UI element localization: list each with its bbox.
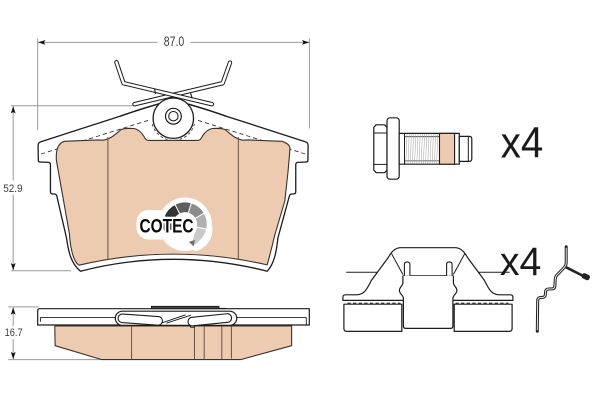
svg-text:52.9: 52.9 xyxy=(3,183,22,195)
svg-text:87.0: 87.0 xyxy=(164,34,185,49)
svg-text:COTEC: COTEC xyxy=(140,216,194,238)
svg-text:x4: x4 xyxy=(500,240,542,284)
svg-text:16.7: 16.7 xyxy=(5,327,23,339)
svg-text:x4: x4 xyxy=(501,119,544,167)
